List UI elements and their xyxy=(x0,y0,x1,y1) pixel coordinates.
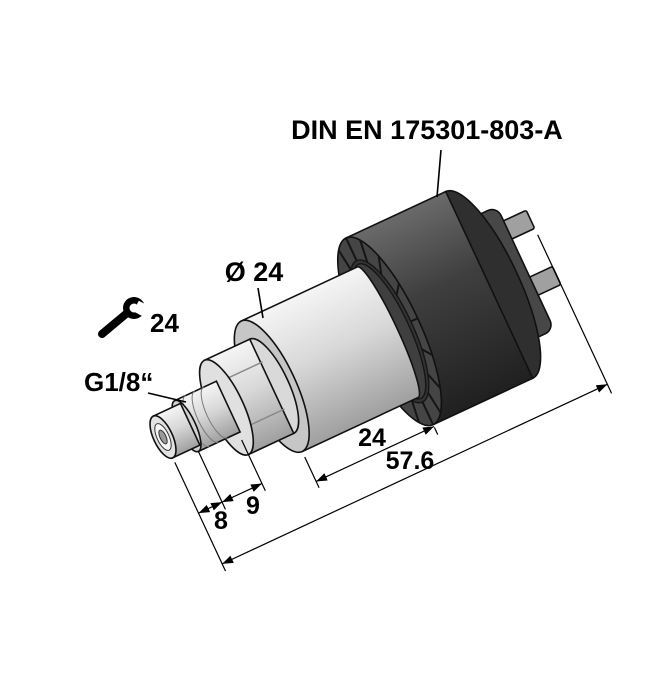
dim-line-tip-8 xyxy=(198,501,223,514)
pressure-transmitter xyxy=(149,189,613,572)
dim-step-length: 9 xyxy=(246,492,260,520)
port-bore-hole xyxy=(158,429,168,445)
pressure-port xyxy=(149,402,201,460)
leader-diameter xyxy=(257,287,264,319)
wrench-icon xyxy=(98,297,155,338)
standard-label: DIN EN 175301-803-A xyxy=(291,115,563,145)
leader-standard xyxy=(436,149,442,198)
wrench-size-label: 24 xyxy=(150,308,179,338)
dimension-lines xyxy=(198,383,608,565)
dim-body-length: 24 xyxy=(358,424,386,452)
dim-overall-length: 57.6 xyxy=(386,447,435,475)
dim-line-overall-57-6 xyxy=(221,383,608,565)
leader-lines xyxy=(147,149,442,403)
leader-thread xyxy=(147,392,187,403)
dim-tip-length: 8 xyxy=(214,507,228,535)
diameter-label: Ø 24 xyxy=(225,257,284,287)
thread-label: G1/8“ xyxy=(84,367,153,397)
